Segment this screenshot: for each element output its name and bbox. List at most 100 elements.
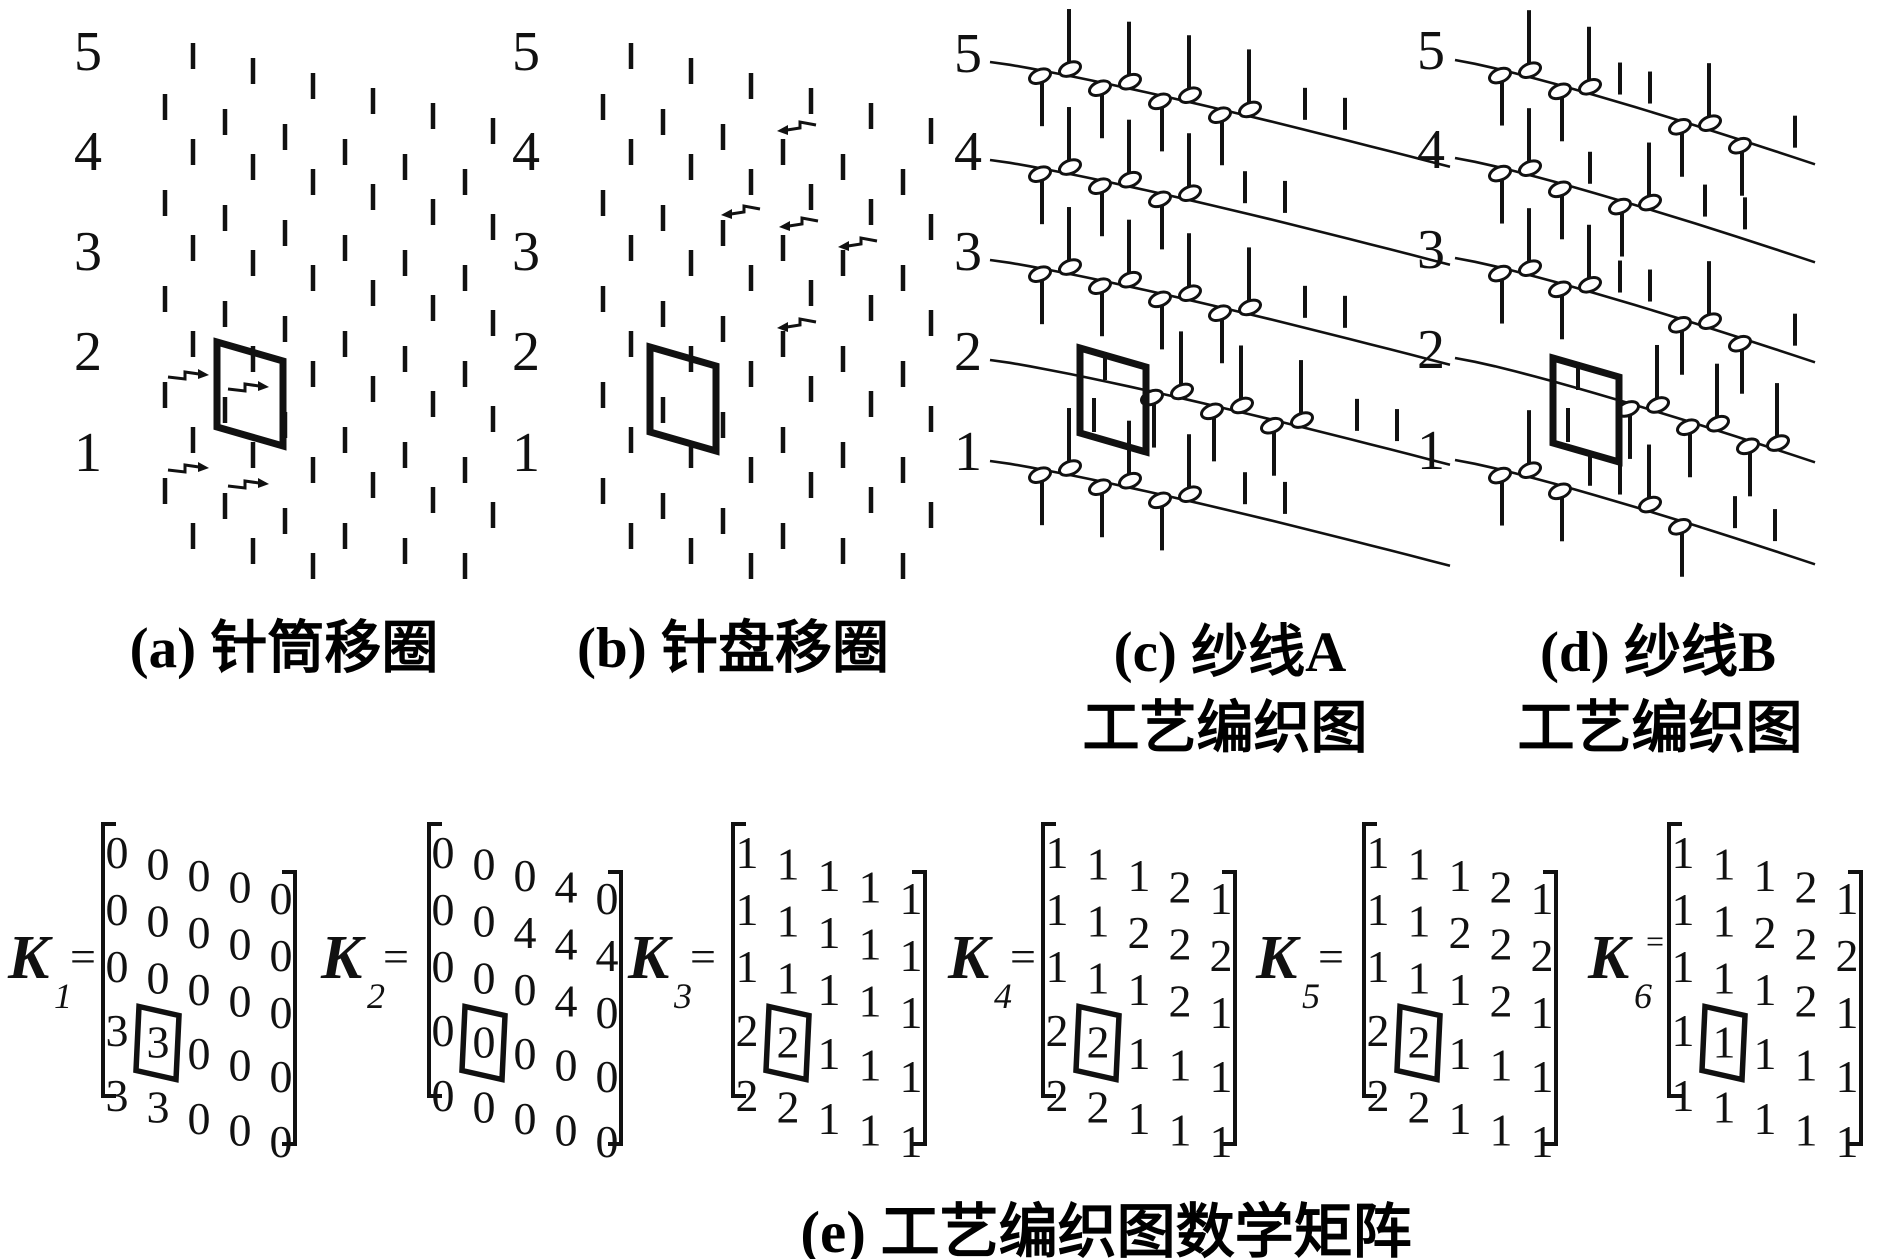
matrix-cell: 1: [1754, 1093, 1777, 1144]
matrix-cell: 2: [1128, 907, 1151, 958]
stitch-loop: [1548, 82, 1572, 101]
matrix-cell: 1: [1531, 987, 1554, 1038]
matrix-cell: 1: [1531, 873, 1554, 924]
bracket-left: [1362, 822, 1377, 1098]
matrix-cell: 1: [1713, 839, 1736, 890]
matrix-subscript: 6: [1634, 976, 1652, 1016]
matrix-cell: 0: [473, 1082, 496, 1133]
matrix-cell: 2: [1490, 919, 1513, 970]
matrix-cell: 1: [900, 873, 923, 924]
matrix-cell: 2: [1490, 976, 1513, 1027]
matrix-cell: 1: [1672, 1070, 1695, 1121]
matrix-cell: 1: [1169, 1040, 1192, 1091]
course-number: 5: [74, 21, 102, 83]
stitch-loop: [1178, 284, 1202, 303]
matrix-cell: 1: [859, 1105, 882, 1156]
matrix-cell: 1: [1836, 987, 1859, 1038]
arrow-shaft: [786, 120, 817, 132]
matrix-name: K: [320, 924, 366, 992]
matrix-cell: 0: [432, 1070, 455, 1121]
matrix-cell: 1: [1087, 896, 1110, 947]
arrow-head: [838, 241, 849, 251]
stitch-loop: [1028, 265, 1052, 283]
arrow-head: [198, 462, 209, 472]
course-number: 4: [954, 121, 982, 183]
arrow-head: [777, 322, 788, 332]
matrix-cell: 0: [188, 907, 211, 958]
stitch-loop: [1238, 298, 1262, 317]
stitch-loop: [1028, 165, 1052, 183]
matrix-name: K: [1255, 924, 1301, 992]
matrix-cell-box: [133, 1003, 182, 1083]
course-number: 5: [954, 23, 982, 85]
matrix-cell: 0: [270, 873, 293, 924]
stitch-loop: [1238, 100, 1262, 119]
matrix-cell: 2: [1408, 1017, 1431, 1068]
stitch-loop: [1178, 485, 1202, 504]
matrix-cell: 2: [1367, 1070, 1390, 1121]
matrix-cell: 2: [777, 1082, 800, 1133]
matrix-cell: 3: [106, 1005, 129, 1056]
matrix-cell: 0: [188, 964, 211, 1015]
matrix-cell: 0: [473, 839, 496, 890]
matrix-name: K: [1587, 924, 1633, 992]
matrix-subscript: 5: [1302, 976, 1320, 1016]
stitch-loop: [1058, 60, 1082, 78]
course-number: 3: [954, 221, 982, 283]
transfer-arrow-left: [721, 204, 761, 219]
arrow-head: [258, 478, 269, 488]
matrix-cell: 0: [555, 1105, 578, 1156]
matrix-cell: 1: [1128, 964, 1151, 1015]
matrix-cell: 1: [1713, 953, 1736, 1004]
bracket-right: [282, 870, 297, 1146]
matrix-cell: 1: [777, 896, 800, 947]
matrix-cell: 1: [1408, 839, 1431, 890]
matrix-subscript: 2: [367, 976, 385, 1016]
matrix-cell: 1: [859, 862, 882, 913]
matrix-cell: 2: [1490, 862, 1513, 913]
matrix-cell: 1: [1367, 941, 1390, 992]
arrow-shaft: [786, 317, 817, 329]
matrix-cell: 0: [229, 1105, 252, 1156]
bracket-left: [1041, 822, 1056, 1098]
matrix-cell: 0: [473, 953, 496, 1004]
matrix-cell-box: [763, 1003, 812, 1083]
matrix-cell: 2: [1408, 1082, 1431, 1133]
matrix-cell: 1: [1531, 1116, 1554, 1167]
matrix-cell: 1: [900, 1116, 923, 1167]
arrow-shaft: [227, 479, 260, 490]
course-number: 2: [1417, 319, 1445, 381]
stitch-loop: [1208, 304, 1232, 323]
stitch-loop: [1698, 312, 1722, 330]
stitch-loop: [1736, 437, 1760, 456]
matrix-cell: 0: [473, 1017, 496, 1068]
equals-sign: =: [383, 931, 409, 982]
matrix-cell: 3: [147, 1082, 170, 1133]
course-number: 5: [1417, 20, 1445, 82]
matrix-cell: 2: [1367, 1005, 1390, 1056]
matrix-cell: 0: [432, 1005, 455, 1056]
matrix-cell: 1: [900, 930, 923, 981]
matrix-name: K: [947, 924, 993, 992]
bracket-right: [1848, 870, 1863, 1146]
matrix-cell: 0: [188, 1028, 211, 1079]
bracket-right: [1222, 870, 1237, 1146]
course-number: 3: [74, 221, 102, 283]
bracket-left: [427, 822, 442, 1098]
matrix-cell: 0: [147, 953, 170, 1004]
stitch-loop: [1170, 382, 1194, 401]
matrix-cell: 0: [514, 1093, 537, 1144]
stitch-loop: [1148, 92, 1172, 111]
matrix-cell: 1: [1169, 1105, 1192, 1156]
matrix-cell: 0: [270, 930, 293, 981]
stitch-loop: [1088, 79, 1112, 98]
matrix-cell: 1: [1531, 1051, 1554, 1102]
stitch-loop: [1548, 482, 1572, 501]
matrix-cell: 1: [859, 919, 882, 970]
equals-sign: =: [690, 931, 716, 982]
bracket-left: [1667, 822, 1682, 1098]
stitch-loop: [1646, 396, 1670, 414]
